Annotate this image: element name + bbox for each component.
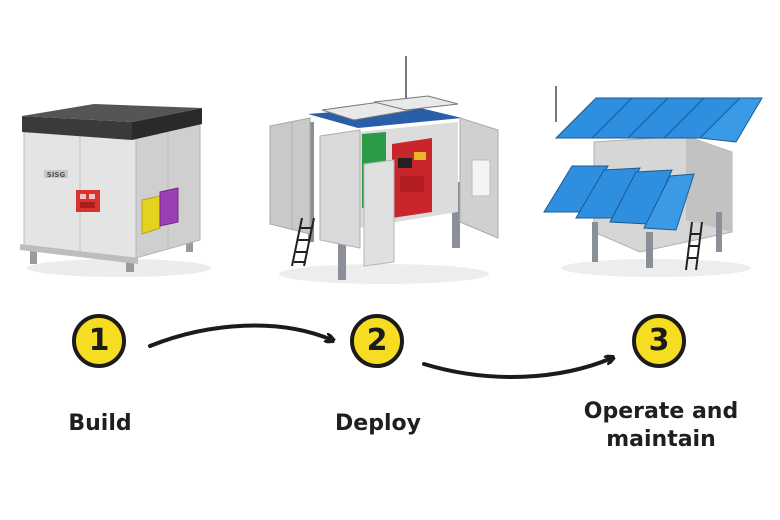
step-3-label-line-1: Operate and xyxy=(583,399,739,424)
step-1-label: Build xyxy=(68,411,132,436)
step-2-number: 2 xyxy=(366,323,388,358)
arrow-build-to-deploy xyxy=(148,323,332,348)
arrow-deploy-to-operate xyxy=(422,358,612,379)
closed-enclosure-illustration: SISG xyxy=(14,100,214,280)
step-3-label-line-2: maintain xyxy=(606,427,716,452)
open-enclosure-illustration xyxy=(262,52,506,288)
step-2-label: Deploy xyxy=(335,411,421,436)
step-3-badge: 3 xyxy=(632,314,686,368)
step-3-label: Operate and maintain xyxy=(566,398,756,454)
step-1-badge: 1 xyxy=(72,314,126,368)
step-2-badge: 2 xyxy=(350,314,404,368)
step-3-number: 3 xyxy=(648,323,670,358)
solar-array-illustration xyxy=(536,82,770,282)
enclosure-logo-text: SISG xyxy=(47,171,66,179)
step-1-number: 1 xyxy=(88,323,110,358)
